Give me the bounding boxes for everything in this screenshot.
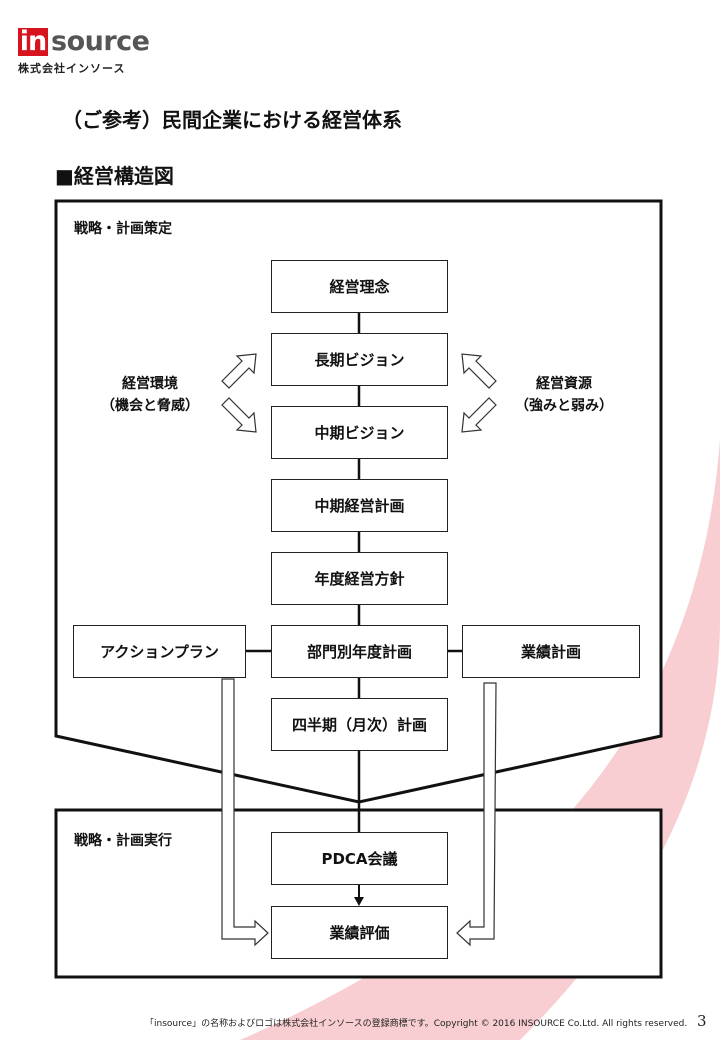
box-department-annual-plan: 部門別年度計画 [271,625,448,678]
environment-arrows [221,353,257,433]
box-mid-term-plan: 中期経営計画 [271,479,448,532]
logo-mark: in [18,26,48,57]
resources-label-line2: （強みと弱み） [515,398,613,414]
logo-company-name: 株式会社インソース [18,62,126,75]
box-mid-term-vision: 中期ビジョン [271,406,448,459]
resources-label-line1: 経営資源 [536,376,592,392]
box-action-plan: アクションプラン [73,625,246,678]
resources-label: 経営資源 （強みと弱み） [500,373,628,417]
section-title: ■経営構造図 [55,164,174,188]
box-long-term-vision: 長期ビジョン [271,333,448,386]
box-quarterly-plan: 四半期（月次）計画 [271,698,448,751]
environment-label: 経営環境 （機会と脅威） [86,373,214,417]
page-number: 3 [697,1012,707,1030]
execution-region-label: 戦略・計画実行 [74,833,172,849]
environment-label-line1: 経営環境 [122,376,178,392]
right-flow-arrow [456,682,497,947]
box-annual-policy: 年度経営方針 [271,552,448,605]
box-performance-evaluation: 業績評価 [271,906,448,959]
page-title: （ご参考）民間企業における経営体系 [62,108,402,132]
footer-copyright: 「insource」の名称およびロゴは株式会社インソースの登録商標です。Copy… [145,1019,688,1029]
box-performance-plan: 業績計画 [462,625,640,678]
left-flow-arrow [221,678,269,947]
pdca-arrow-head [354,897,364,906]
logo-wordmark: source [51,26,150,57]
box-pdca-meeting: PDCA会議 [271,832,448,885]
planning-region-label: 戦略・計画策定 [74,221,172,237]
environment-label-line2: （機会と脅威） [101,398,199,414]
box-management-philosophy: 経営理念 [271,260,448,313]
resources-arrows [461,353,497,433]
